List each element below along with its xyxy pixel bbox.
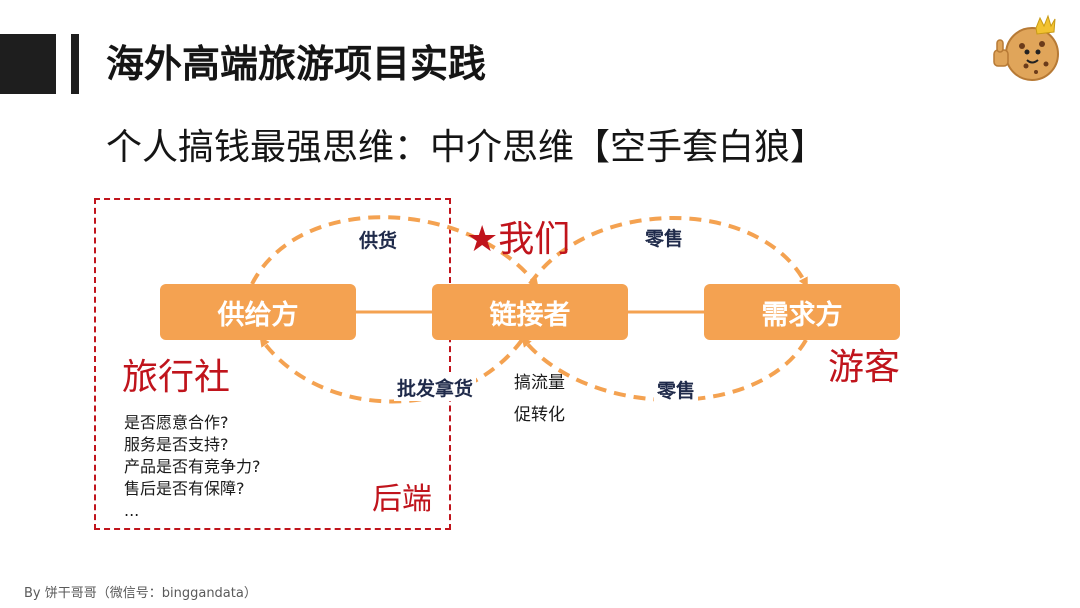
arrow-supply xyxy=(250,215,539,288)
agency-label: 旅行社 xyxy=(122,357,231,398)
subtitle: 个人搞钱最强思维：中介思维【空手套白狼】 xyxy=(106,127,827,168)
title-bar-block xyxy=(0,34,56,94)
title-bar-line xyxy=(71,34,79,94)
cookie-mascot-icon xyxy=(993,14,1059,81)
demand-node: 需求方 xyxy=(704,284,900,340)
arrow-wholesale xyxy=(259,336,524,404)
supplier-node: 供给方 xyxy=(160,284,356,340)
flow-label-retail-top: 零售 xyxy=(642,224,687,251)
we-star-label: ★我们 xyxy=(466,219,571,260)
linker-note-convert: 促转化 xyxy=(514,405,565,425)
tourist-label: 游客 xyxy=(828,347,901,388)
footer-credit: By 饼干哥哥（微信号：binggandata） xyxy=(24,586,257,601)
linker-note-traffic: 搞流量 xyxy=(514,373,565,393)
linker-node: 链接者 xyxy=(432,284,628,340)
agency-question: 产品是否有竞争力? xyxy=(124,457,261,476)
agency-question-list: 是否愿意合作? 服务是否支持? 产品是否有竞争力? 售后是否有保障? ... xyxy=(124,412,261,522)
backend-label: 后端 xyxy=(372,482,432,517)
agency-question: 售后是否有保障? xyxy=(124,479,245,498)
flow-label-supply: 供货 xyxy=(356,226,401,253)
backend-dashed-region xyxy=(94,198,451,530)
arrow-retail-top xyxy=(528,216,808,288)
flow-label-wholesale: 批发拿货 xyxy=(394,374,477,401)
agency-question: 是否愿意合作? xyxy=(124,413,229,432)
page-title: 海外高端旅游项目实践 xyxy=(106,42,487,86)
agency-question-ellipsis: ... xyxy=(124,501,140,520)
flow-label-retail-bottom: 零售 xyxy=(654,376,699,403)
agency-question: 服务是否支持? xyxy=(124,435,229,454)
